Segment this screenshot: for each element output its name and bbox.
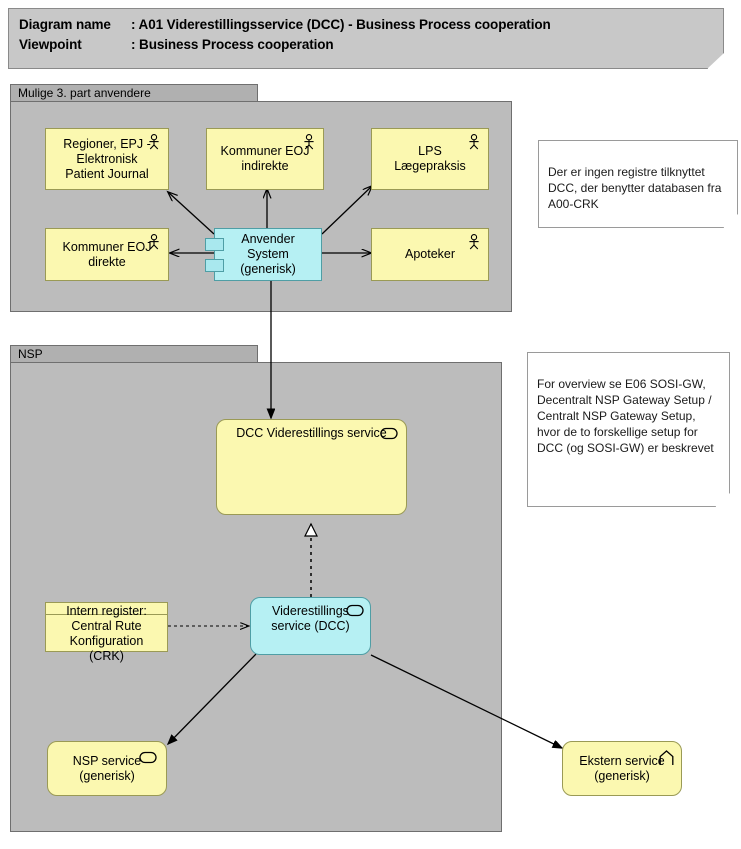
node-viderestillings-service-dcc[interactable]: Viderestillings service (DCC) [250, 597, 371, 655]
node-kommuner-eoj-indirekte[interactable]: Kommuner EOJ indirekte [206, 128, 324, 190]
node-ekstern-service[interactable]: Ekstern service (generisk) [562, 741, 682, 796]
node-nsp-service[interactable]: NSP service (generisk) [47, 741, 167, 796]
node-intern-register-crk-label: Intern register: Central Rute Konfigurat… [66, 604, 147, 663]
note-crk-text: Der er ingen registre tilknyttet DCC, de… [548, 165, 722, 211]
node-apoteker-label: Apoteker [404, 247, 456, 261]
node-kommuner-eoj-direkte[interactable]: Kommuner EOJ direkte [45, 228, 169, 281]
group-tab-nsp: NSP [10, 345, 258, 363]
node-kommuner-eoj-indirekte-label: Kommuner EOJ indirekte [220, 144, 310, 173]
node-anvender-system[interactable]: Anvender System (generisk) [205, 228, 322, 281]
actor-icon [469, 134, 479, 150]
banner-folded-corner [707, 53, 724, 69]
node-ekstern-service-label: Ekstern service (generisk) [579, 753, 665, 783]
node-kommuner-eoj-direkte-label: Kommuner EOJ direkte [62, 239, 152, 269]
actor-icon [469, 234, 479, 250]
viewpoint-separator: : [131, 37, 140, 52]
node-apoteker[interactable]: Apoteker [371, 228, 489, 281]
node-regioner-epj-label: Regioner, EPJ - Elektronisk Patient Jour… [63, 136, 151, 181]
diagram-name-key: Diagram name [19, 17, 111, 32]
node-dcc-viderestillings-service-label: DCC Viderestillings service [236, 426, 387, 440]
note-folded-corner [715, 493, 730, 507]
service-icon [346, 604, 364, 617]
node-regioner-epj[interactable]: Regioner, EPJ - Elektronisk Patient Jour… [45, 128, 169, 190]
diagram-name-value: A01 Viderestillingsservice (DCC) - Busin… [138, 17, 551, 32]
service-icon [139, 751, 157, 764]
service-icon [380, 427, 398, 440]
component-icon-bottom [205, 259, 224, 272]
actor-icon [304, 134, 314, 150]
node-lps-laegepraksis-label: LPS Lægepraksis [394, 144, 466, 173]
actor-icon [149, 234, 159, 250]
group-label-mulige: Mulige 3. part anvendere [18, 86, 151, 100]
note-crk: Der er ingen registre tilknyttet DCC, de… [538, 140, 738, 228]
note-sosi-gw-text: For overview se E06 SOSI-GW, Decentralt … [537, 377, 714, 455]
register-header-bar [46, 603, 167, 615]
viewpoint-value: Business Process cooperation [139, 37, 334, 52]
node-nsp-service-label: NSP service (generisk) [72, 753, 142, 783]
note-folded-corner [723, 214, 738, 228]
actor-icon [149, 134, 159, 150]
node-intern-register-crk[interactable]: Intern register: Central Rute Konfigurat… [45, 602, 168, 663]
component-icon-top [205, 238, 224, 251]
viewpoint-line: Viewpoint: Business Process cooperation [19, 37, 334, 52]
node-dcc-viderestillings-service[interactable]: DCC Viderestillings service [216, 419, 407, 515]
group-tab-mulige: Mulige 3. part anvendere [10, 84, 258, 102]
diagram-name-separator: : [131, 17, 139, 32]
diagram-title-banner: Diagram name: A01 Viderestillingsservice… [8, 8, 724, 69]
viewpoint-key: Viewpoint [19, 37, 82, 52]
group-label-nsp: NSP [18, 347, 43, 361]
diagram-name-line: Diagram name: A01 Viderestillingsservice… [19, 17, 551, 32]
node-anvender-system-label: Anvender System (generisk) [240, 232, 296, 276]
interaction-icon [659, 750, 674, 765]
note-sosi-gw: For overview se E06 SOSI-GW, Decentralt … [527, 352, 730, 507]
node-viderestillings-service-dcc-label: Viderestillings service (DCC) [271, 604, 350, 633]
node-lps-laegepraksis[interactable]: LPS Lægepraksis [371, 128, 489, 190]
